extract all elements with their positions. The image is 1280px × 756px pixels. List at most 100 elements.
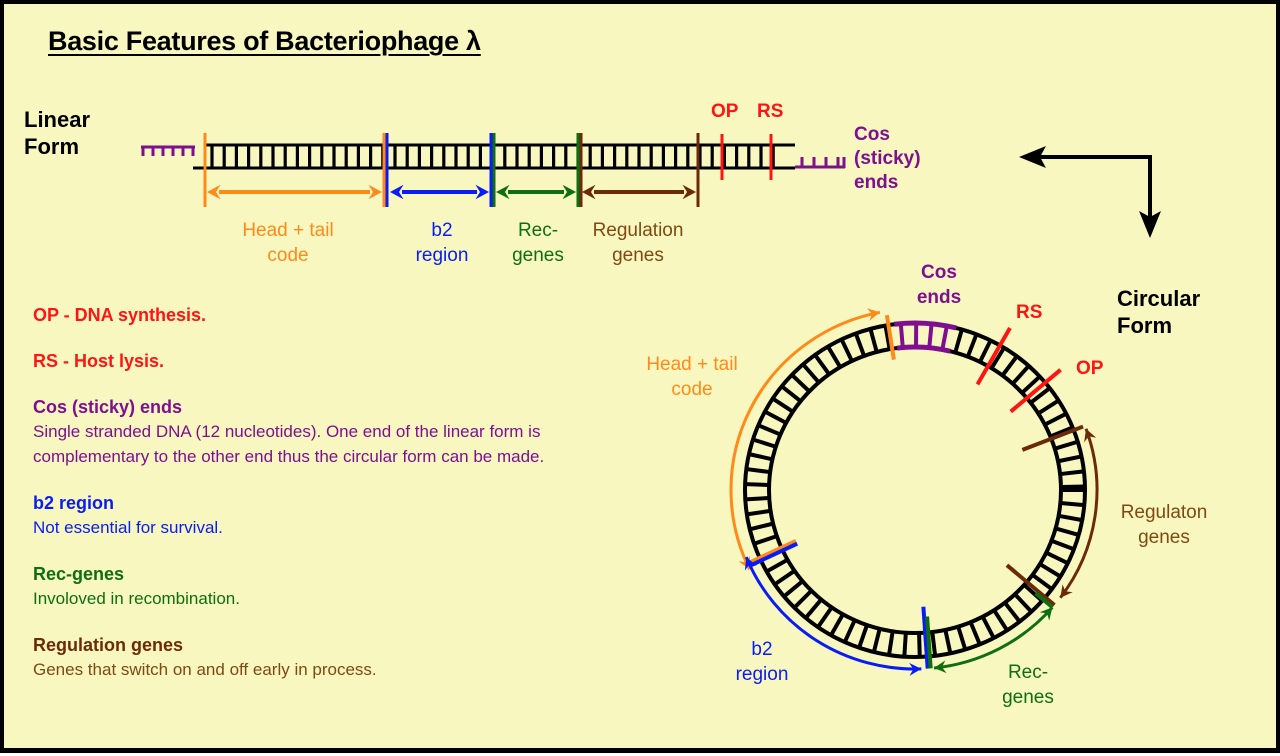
circular-base-pair [813,353,831,376]
circular-span-b2 [744,556,922,671]
circular-cos-line1: Cos [921,262,957,283]
circular-regulation-marker-top [1021,424,1084,452]
circular-base-pair [1043,411,1068,427]
circular-base-pair [927,323,934,348]
circular-base-pair [940,325,949,350]
linear-rec-label: Rec- genes [500,218,576,268]
circular-base-pair [1029,386,1051,405]
circular-base-pair [746,467,771,475]
circular-base-pair [746,508,771,517]
circular-arrowhead-b2-end [909,662,922,676]
legend-heading: Cos (sticky) ends [33,397,183,417]
circular-base-pair [898,323,905,348]
linear-head-tail-line2: code [267,245,309,266]
linear-cos-label: Cos (sticky) ends [854,123,921,195]
circular-base-pair [965,333,979,358]
linear-rec-line1: Rec- [517,220,559,241]
circular-base-pair [792,589,813,610]
circular-b2-line2: region [735,664,789,685]
linear-arrowhead-head-tail-right [368,184,382,200]
linear-b2-line1: b2 [431,220,453,241]
circular-arrowhead-regulation-end [1084,428,1097,443]
circular-base-pair [1057,454,1082,464]
circular-base-pair [1003,601,1022,623]
circular-base-pair [853,332,866,357]
circular-base-pair [1045,550,1069,566]
circular-base-pair [868,328,879,353]
circular-base-pair [980,615,996,639]
linear-arrowhead-rec-left [496,184,510,200]
circular-base-pair [857,624,869,649]
circular-base-pair [757,423,782,437]
circular-arrowhead-rec-end [1039,607,1053,621]
linear-rec-line2: genes [512,245,564,266]
circular-base-pair [801,363,821,384]
linear-regulation-line2: genes [612,245,664,266]
circular-base-pair [748,452,773,462]
linear-arrowhead-b2-right [475,184,489,200]
circular-base-pair [763,409,788,425]
linear-cos-label-line3: ends [854,172,899,193]
linear-regulation-label: Regulation genes [578,218,698,268]
linear-head-tail-line1: Head + tail [242,220,334,241]
circular-head-tail-marker-bottom [749,539,797,564]
circular-head-tail-line2: code [671,379,713,400]
circular-base-pair [1049,425,1074,439]
legend-description: Single stranded DNA (12 nucleotides). On… [33,422,545,466]
circular-base-pair [992,609,1009,632]
legend-item-rs: RS - Host lysis. [33,349,613,373]
circular-span-head-tail [729,310,881,571]
legend-item-rec: Rec-genes Involoved in recombination. [33,562,613,611]
circular-base-pair [953,328,964,354]
circular-base-pair [968,621,982,646]
circular-rec-marker-right [1034,591,1054,609]
circular-regulation-marker-bottom [1005,563,1056,607]
linear-arrowhead-b2-left [390,184,404,200]
circular-base-pair [943,629,953,654]
circular-b2-marker-bottom [921,606,930,669]
circular-base-pair [829,613,845,637]
legend-heading: Regulation genes [33,635,184,655]
circular-b2-label: b2 region [722,637,802,687]
circular-rs-marker [975,327,1012,386]
circular-rec-line2: genes [1002,687,1054,708]
circular-base-pair [790,373,811,393]
circular-base-pair [1000,355,1019,377]
linear-form-label-line2: Form [24,134,79,159]
circular-base-pair [780,384,802,403]
circular-base-pair [1050,538,1075,552]
linear-b2-line2: region [415,245,469,266]
legend-heading: RS - Host lysis. [33,351,165,371]
circular-head-tail-label: Head + tail code [626,352,758,402]
circular-base-pair [842,619,857,643]
circular-op-marker [1009,368,1062,414]
circular-arrowhead-b2-start [744,557,757,571]
circular-base-pair [883,325,892,350]
circular-base-pair [816,606,834,629]
legend-description: Not essential for survival. [33,518,223,537]
linear-arrowhead-rec-right [562,184,576,200]
circular-op-label: OP [1076,358,1104,379]
linear-cos-label-line2: (sticky) [854,148,921,169]
circular-base-pair [1037,398,1060,416]
circular-cos-outer [893,320,957,331]
circular-rec-line1: Rec- [1007,662,1049,683]
circular-base-pair [752,437,777,449]
circular-base-pair [1013,592,1033,614]
linear-form-label-line1: Linear [24,107,91,132]
circular-base-pair [1011,364,1031,386]
circular-base-pair [839,338,854,362]
circular-base-pair [1031,573,1054,591]
legend-item-cos: Cos (sticky) ends Single stranded DNA (1… [33,395,613,469]
circular-cos-label: Cos ends [904,260,974,310]
linear-cos-label-line1: Cos [854,124,890,145]
circular-base-pair [902,632,908,657]
circular-inner-strand [767,345,1063,635]
linear-arrowhead-regulation-left [582,184,596,200]
circular-span-rec [933,606,1054,670]
conversion-arrow-icon [1019,146,1161,238]
circular-arrowhead-regulation-start [1060,584,1073,598]
circular-form-label: Circular Form [1117,285,1200,339]
linear-regulation-line1: Regulation [592,220,684,241]
